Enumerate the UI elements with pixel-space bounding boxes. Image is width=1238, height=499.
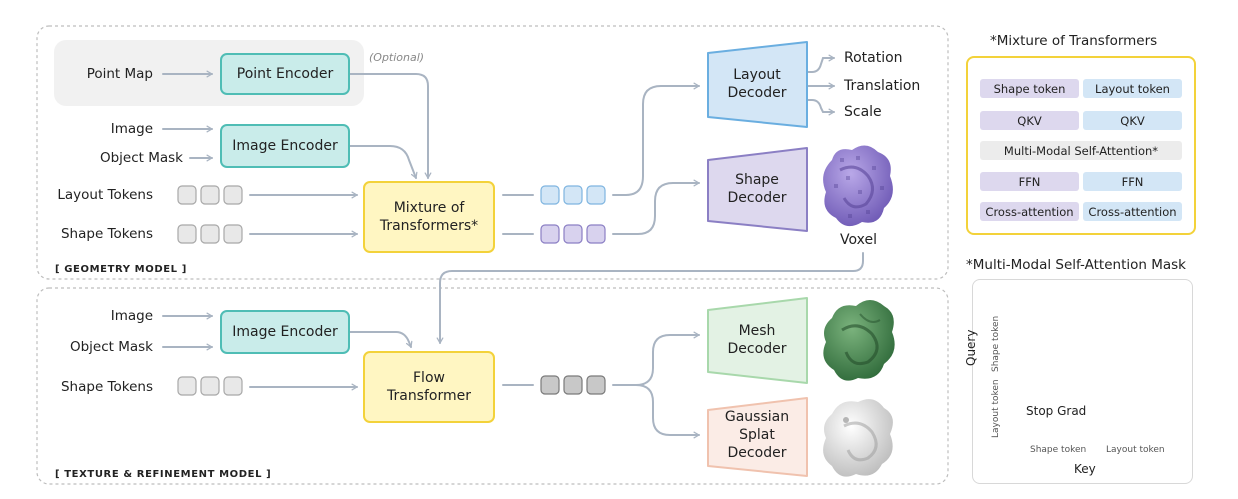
texture-input-tokens (177, 376, 243, 396)
flow-output-tokens (540, 375, 606, 395)
moe-cross-attn-layout-chip: Cross-attention (1083, 202, 1182, 221)
moe-self-attention-chip: Multi-Modal Self-Attention* (980, 141, 1182, 160)
arrow-gaussian (635, 384, 700, 439)
flow-transformer-box: Flow Transformer (363, 351, 495, 423)
arrow-image-encoder-geo (349, 145, 418, 179)
layout-output-tokens (540, 185, 606, 205)
gaussian-decoder-shape (707, 397, 808, 477)
token (200, 224, 220, 244)
arrow-image-encoder-tex (349, 331, 413, 348)
image-encoder-box-tex: Image Encoder (220, 310, 350, 354)
token (586, 185, 606, 205)
shape-output-tokens (540, 224, 606, 244)
key-axis-label: Key (1074, 462, 1096, 476)
token (200, 185, 220, 205)
token (177, 185, 197, 205)
moe-legend-title: *Mixture of Transformers (990, 33, 1158, 49)
shape-tokens-label-tex: Shape Tokens (60, 379, 153, 395)
point-encoder-box: Point Encoder (220, 53, 350, 95)
mask-legend-title: *Multi-Modal Self-Attention Mask (966, 257, 1186, 273)
layout-decoder-label: Layout Decoder (727, 67, 787, 102)
object-mask-label-tex: Object Mask (69, 339, 153, 355)
mixture-of-transformers-box: Mixture of Transformers* (363, 181, 495, 253)
moe-qkv-layout-chip: QKV (1083, 111, 1182, 130)
token (177, 224, 197, 244)
mask-legend-panel (972, 279, 1193, 484)
shape-decoder-shape (707, 147, 808, 232)
object-mask-label-geo: Object Mask (99, 150, 183, 166)
token (563, 185, 583, 205)
optional-label: (Optional) (369, 51, 425, 64)
col-shape-token-label: Shape token (1030, 445, 1087, 455)
geometry-section-label: [ GEOMETRY MODEL ] (55, 264, 187, 275)
gaussian-decoder-label: Gaussian Splat Decoder (724, 409, 790, 462)
token (540, 375, 560, 395)
point-map-label: Point Map (86, 66, 153, 82)
row-layout-token-label: Layout token (991, 379, 1001, 438)
token (223, 224, 243, 244)
token (586, 375, 606, 395)
token (223, 185, 243, 205)
token (540, 185, 560, 205)
token (540, 224, 560, 244)
texture-model-frame (36, 287, 949, 485)
geometry-model-frame (36, 25, 949, 280)
stop-grad-label: Stop Grad (1021, 403, 1092, 419)
image-label-geo: Image (110, 121, 153, 137)
moe-cross-attn-shape-chip: Cross-attention (980, 202, 1079, 221)
moe-ffn-layout-chip: FFN (1083, 172, 1182, 191)
token (223, 376, 243, 396)
flow-arrows (162, 54, 864, 439)
layout-input-tokens (177, 185, 243, 205)
shape-decoder-label: Shape Decoder (727, 172, 787, 207)
voxel-render (823, 145, 893, 227)
image-label-tex: Image (110, 308, 153, 324)
token (563, 224, 583, 244)
arrow-voxel-flow (436, 252, 864, 344)
token (586, 224, 606, 244)
voxel-label: Voxel (840, 232, 877, 248)
shape-tokens-label-geo: Shape Tokens (60, 226, 153, 242)
translation-label: Translation (844, 78, 921, 94)
col-layout-token-label: Layout token (1106, 445, 1165, 455)
arrow-mesh (612, 331, 700, 386)
gaussian-splat-render (823, 399, 893, 477)
arrow-scale (806, 99, 835, 116)
shape-input-tokens (177, 224, 243, 244)
query-axis-label: Query (964, 329, 978, 366)
mesh-render (823, 300, 895, 381)
arrow-shape-decoder (612, 179, 700, 235)
moe-ffn-shape-chip: FFN (980, 172, 1079, 191)
arrow-rotation (806, 54, 835, 73)
moe-layout-token-chip: Layout token (1083, 79, 1182, 98)
token (563, 375, 583, 395)
token (177, 376, 197, 396)
token (200, 376, 220, 396)
arrow-point-encoder (349, 73, 432, 179)
layout-tokens-label: Layout Tokens (57, 187, 153, 203)
arrow-layout-decoder (612, 82, 700, 196)
rotation-label: Rotation (844, 50, 903, 66)
mesh-decoder-label: Mesh Decoder (727, 323, 787, 358)
moe-shape-token-chip: Shape token (980, 79, 1079, 98)
moe-qkv-shape-chip: QKV (980, 111, 1079, 130)
scale-label: Scale (844, 104, 882, 120)
mesh-decoder-shape (707, 297, 808, 384)
layout-decoder-shape (707, 41, 808, 128)
image-encoder-box-geo: Image Encoder (220, 124, 350, 168)
texture-section-label: [ TEXTURE & REFINEMENT MODEL ] (55, 469, 272, 480)
row-shape-token-label: Shape token (991, 315, 1001, 372)
moe-legend-box: Shape token Layout token QKV QKV Multi-M… (966, 56, 1196, 235)
